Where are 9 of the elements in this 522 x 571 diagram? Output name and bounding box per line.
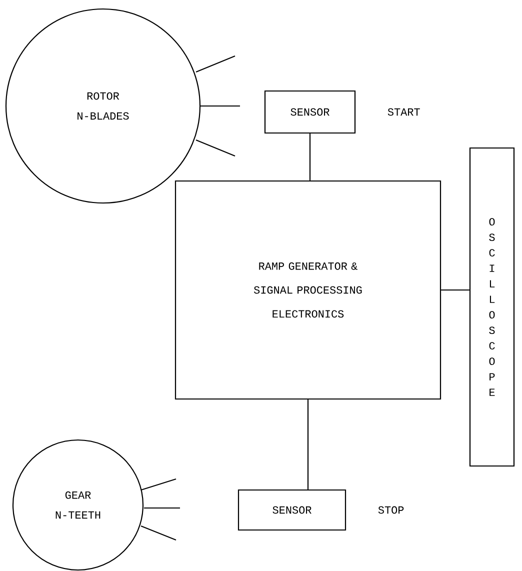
sensor-box: SENSOR — [238, 489, 346, 531]
side-label: START — [388, 108, 420, 116]
side-label: STOP — [378, 506, 404, 514]
connector-line — [441, 289, 470, 291]
sensor-box: SENSOR — [264, 90, 356, 134]
connector-line — [307, 400, 309, 490]
oscilloscope-box: OSCILLOSCOPE — [469, 147, 515, 467]
connector-line — [309, 134, 311, 180]
processing-box: RAMP GENERATOR & SIGNAL PROCESSING ELECTRONICS — [174, 180, 442, 400]
